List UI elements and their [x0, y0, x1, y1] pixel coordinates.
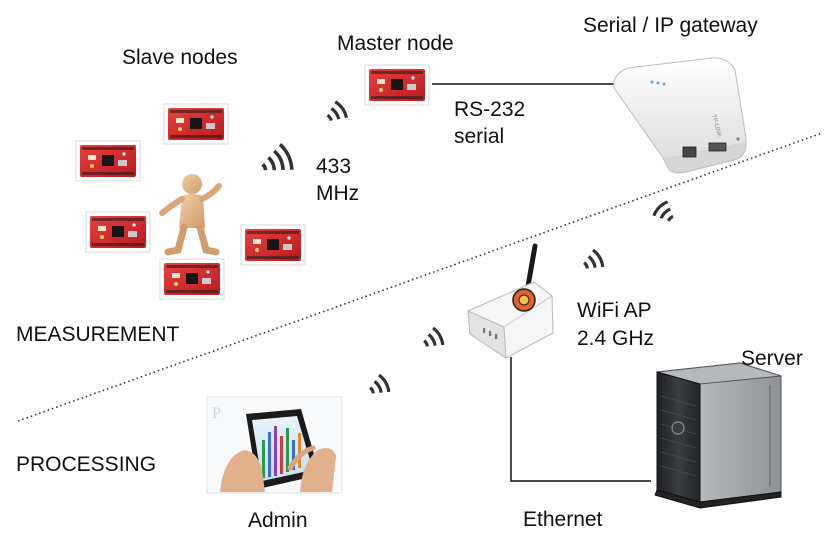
admin-tablet-photo: P: [206, 396, 343, 494]
measurement-label: MEASUREMENT: [16, 323, 180, 346]
wifi-ap-label-line2: 2.4 GHz: [577, 327, 655, 350]
processing-label: PROCESSING: [16, 453, 157, 476]
serial-ip-gateway-device: TP-LINK: [613, 57, 747, 174]
slave-node-board: [163, 103, 229, 145]
master-node-label: Master node: [337, 32, 454, 55]
gateway-brand-text: TP-LINK: [710, 114, 722, 138]
server-logo-icon: [671, 421, 685, 435]
server-label: Server: [741, 347, 803, 370]
rs232-label-line2: serial: [454, 125, 505, 148]
slave-node-board: [75, 140, 141, 182]
slave-node-board: [159, 258, 225, 300]
slave-node-board: [85, 211, 151, 253]
signal-ap-left-icon: [419, 325, 447, 354]
signal-master-icon: [322, 99, 350, 128]
server-tower-device: [654, 362, 782, 509]
ethernet-label: Ethernet: [523, 508, 603, 531]
tablet-bar-graphic: [262, 426, 301, 478]
slave-nodes-label: Slave nodes: [122, 46, 238, 69]
ethernet-port-icon: [682, 146, 697, 158]
signal-admin-icon: [365, 372, 393, 401]
slave-node-board: [240, 224, 306, 266]
person-figure-icon: [159, 174, 222, 256]
usb-port-icon: [708, 142, 727, 152]
signal-ap-icon: [579, 247, 607, 276]
signal-433-icon: [256, 141, 297, 182]
ethernet-link: [510, 357, 651, 482]
master-node-board: [364, 64, 430, 106]
frequency-433-label-line1: 433: [316, 155, 352, 178]
svg-text:P: P: [212, 405, 221, 422]
frequency-433-label-line2: MHz: [316, 182, 360, 205]
signal-gateway-icon: [650, 198, 680, 228]
gateway-label: Serial / IP gateway: [583, 14, 758, 37]
rs232-label-line1: RS-232: [454, 98, 526, 121]
wifi-ap-device: [467, 243, 554, 359]
admin-label: Admin: [248, 509, 308, 532]
measurement-processing-divider: [17, 132, 823, 422]
wifi-ap-label-line1: WiFi AP: [577, 299, 652, 322]
